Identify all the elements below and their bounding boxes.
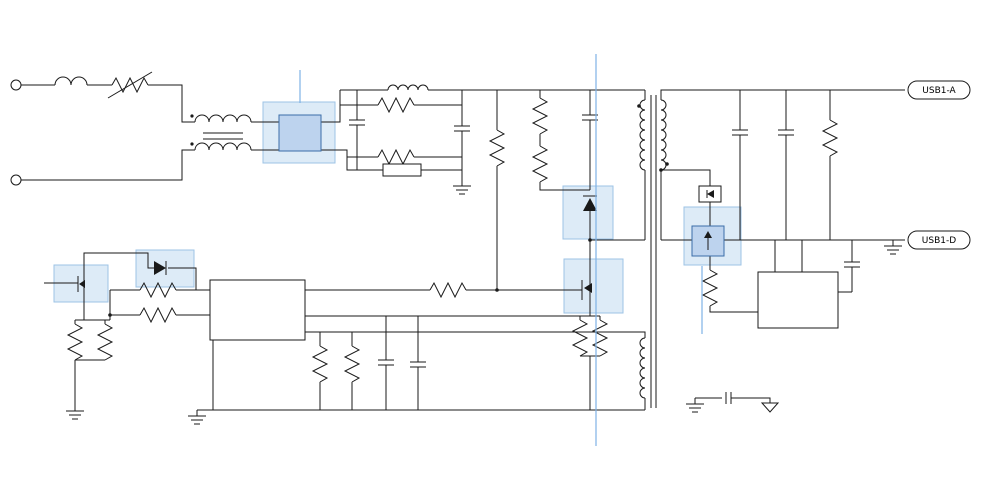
- output-resistor-icon: [822, 119, 838, 157]
- y-capacitor[interactable]: [760, 402, 780, 413]
- polarity-dot: [637, 104, 641, 108]
- snubber-network[interactable]: [532, 97, 598, 183]
- common-mode-choke[interactable]: [190, 114, 252, 151]
- diode-left-icon: [707, 190, 714, 198]
- timing-rc-network[interactable]: [312, 345, 426, 383]
- timing-cap-2-icon: [410, 361, 426, 368]
- filter-cap-1-icon: [349, 119, 365, 126]
- ground-icon: [883, 239, 903, 255]
- bias-resistor-network[interactable]: [67, 323, 113, 361]
- secondary-regulator-ic[interactable]: [757, 271, 839, 329]
- auxiliary-winding-icon: [639, 337, 646, 399]
- primary-wiring: [21, 84, 646, 411]
- input-filter[interactable]: [349, 84, 470, 177]
- sense-resistor-1-icon: [572, 319, 588, 357]
- mosfet-arrow-icon: [584, 283, 592, 293]
- usb-power-terminal[interactable]: USB1-A: [907, 80, 971, 100]
- timing-resistor-2-icon: [344, 345, 360, 383]
- ground-icon: [65, 404, 85, 420]
- usb1d-label: USB1-D: [922, 236, 956, 246]
- main-mosfet-highlight[interactable]: [563, 258, 624, 314]
- ground-icon: [452, 179, 472, 195]
- usb1a-stadium[interactable]: [907, 80, 971, 100]
- polarity-dot: [665, 162, 669, 166]
- usb1d-stadium[interactable]: [907, 230, 971, 250]
- varistor[interactable]: [107, 71, 153, 99]
- primary-winding-icon: [639, 99, 646, 171]
- hv-startup-resistor[interactable]: [489, 129, 505, 167]
- polarity-dot: [190, 142, 194, 146]
- current-sense-resistors[interactable]: [572, 319, 608, 357]
- timing-cap-1-icon: [378, 359, 394, 366]
- regulator-bypass-capacitor[interactable]: [844, 261, 860, 268]
- bias-resistor-2-icon: [97, 323, 113, 361]
- usb1a-label: USB1-A: [922, 86, 956, 96]
- output-filter-capacitors[interactable]: [732, 129, 794, 136]
- box-resistor-icon: [382, 163, 422, 177]
- gate-resistor-icon: [429, 282, 467, 298]
- bias-resistor-1-icon: [67, 323, 83, 361]
- selection-highlights: [53, 101, 742, 314]
- output-bleed-resistor[interactable]: [822, 119, 838, 157]
- input-terminals[interactable]: [10, 79, 22, 186]
- startup-mosfet[interactable]: [77, 272, 85, 296]
- sense-resistor-2-icon: [592, 319, 608, 357]
- chassis-earth-icon: [760, 402, 780, 413]
- snubber-cap-icon: [582, 114, 598, 121]
- small-mosfet-arrow-icon: [79, 280, 85, 288]
- regulator-ic-body[interactable]: [757, 271, 839, 329]
- polarity-dot: [190, 114, 194, 118]
- sync-rectifier-controller[interactable]: [691, 225, 725, 257]
- loop-resistors[interactable]: [139, 282, 177, 323]
- ground-icon: [685, 397, 705, 413]
- choke-winding-top-icon: [194, 114, 252, 123]
- bypass-cap-icon: [844, 261, 860, 268]
- snubber-resistor-2-icon: [532, 145, 548, 183]
- transformer-core-icon: [650, 95, 657, 408]
- choke-core-icon: [203, 132, 243, 140]
- diode-up-icon: [583, 198, 597, 211]
- bleed-resistor-2-icon: [377, 149, 415, 165]
- gate-resistor[interactable]: [429, 282, 467, 298]
- junction-dots: [108, 168, 663, 317]
- sync-series-resistor[interactable]: [702, 269, 718, 307]
- filter-inductor-icon: [387, 84, 429, 91]
- hv-resistor-icon: [489, 129, 505, 167]
- usb-data-terminal[interactable]: USB1-D: [907, 230, 971, 250]
- secondary-winding-icon: [660, 99, 667, 171]
- main-transformer[interactable]: [637, 95, 669, 408]
- sync-resistor-icon: [702, 269, 718, 307]
- loop-resistor-2-icon: [139, 307, 177, 323]
- sync-arrow-icon: [704, 231, 712, 238]
- bridge-rectifier[interactable]: [278, 114, 322, 152]
- secondary-wiring: [660, 89, 905, 404]
- diode-right-icon: [154, 261, 166, 275]
- fuse[interactable]: [54, 76, 88, 86]
- bridge-body-icon: [278, 114, 322, 152]
- primary-mosfet[interactable]: [581, 274, 592, 302]
- output-cap-1-icon: [732, 129, 748, 136]
- annotation-lines: [299, 54, 703, 446]
- varistor-strike-icon: [107, 71, 153, 99]
- choke-winding-bottom-icon: [194, 142, 252, 151]
- input-terminal-line-icon[interactable]: [10, 79, 22, 91]
- snubber-resistor-1-icon: [532, 97, 548, 135]
- fuse-icon: [54, 76, 88, 86]
- snubber-diode[interactable]: [583, 195, 597, 211]
- output-cap-2-icon: [778, 129, 794, 136]
- pwm-controller-ic[interactable]: [209, 279, 306, 341]
- snubber-diode-highlight[interactable]: [562, 185, 614, 240]
- timing-resistor-1-icon: [312, 345, 328, 383]
- gate-diode[interactable]: [154, 261, 167, 275]
- bleed-resistor-1-icon: [377, 97, 415, 113]
- input-terminal-neutral-icon[interactable]: [10, 174, 22, 186]
- controller-ic-body[interactable]: [209, 279, 306, 341]
- filter-cap-2-icon: [454, 125, 470, 132]
- output-rectifier-diode[interactable]: [698, 185, 722, 203]
- ground-icon: [187, 409, 207, 425]
